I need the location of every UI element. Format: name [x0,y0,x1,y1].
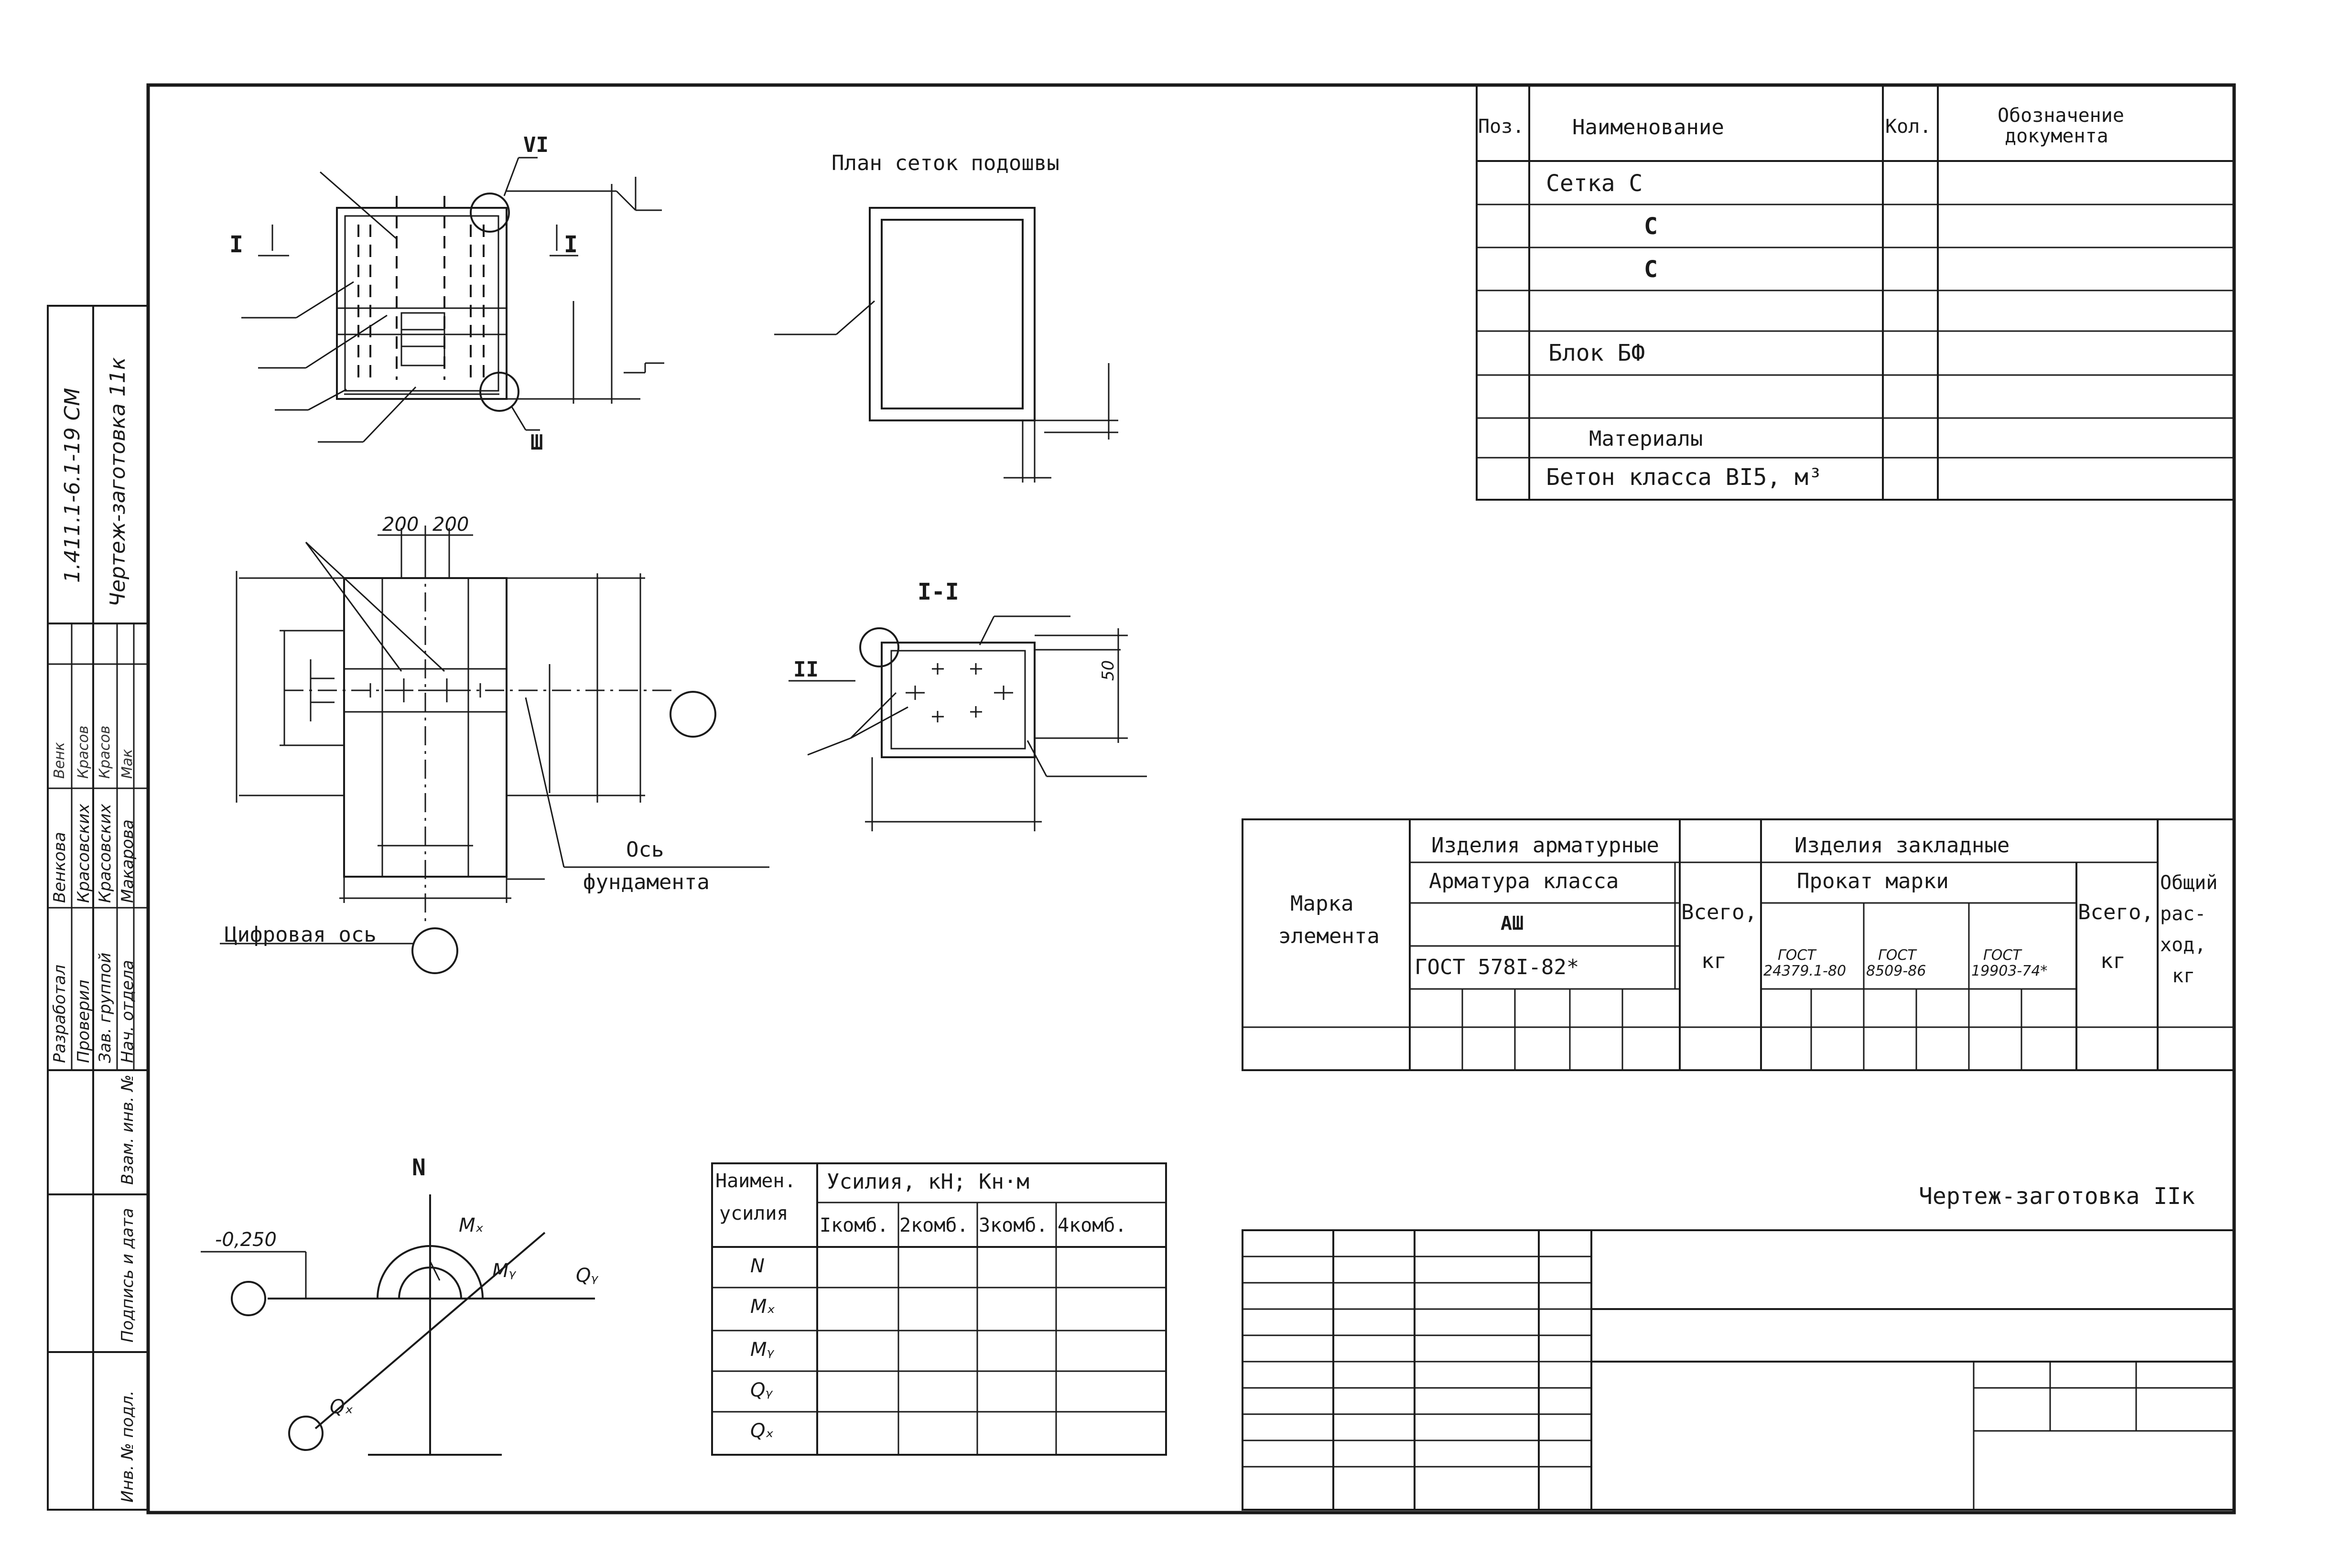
weights-armatura-group: Изделия арматурные [1431,833,1659,858]
weights-gost-2-b: 8509-86 [1866,963,1926,979]
title-block-lines [1242,1229,2235,1511]
stamp-name-1: Венкова [50,832,69,903]
forces-col-4: 4комб. [1058,1214,1127,1236]
load-N: N [412,1154,426,1181]
axis-label-line-1: Ось [626,838,664,862]
spec-row-2: С [1644,213,1658,240]
spec-header-pos: Поз. [1478,116,1524,138]
forces-header-name-1: Наимен. [715,1170,796,1192]
stamp-doc-code: 1.411.1-6.1-19 СМ [60,387,85,583]
foundation-plan-view [241,157,664,443]
spec-header-doc-1: Обозначение [1998,105,2124,127]
callout-VI: VI [523,133,549,157]
spec-header-doc-2: документа [2005,125,2108,147]
spec-row-7: Материалы [1589,427,1703,451]
mesh-plan-view [774,207,1118,483]
weights-gost-1-b: 24379.1-80 [1763,963,1847,979]
stamp-role-4: Нач. отдела [118,960,137,1063]
forces-header-name-2: усилия [719,1203,789,1224]
stamp-sign-3: Красов [97,725,113,779]
weights-zakl-group: Изделия закладные [1794,833,2010,858]
weights-gost-1-a: ГОСТ [1778,947,1816,964]
forces-row-N: N [750,1255,765,1277]
weights-class-value: АШ [1501,913,1524,934]
elevation-mark: -0,250 [215,1229,277,1251]
weights-total-a-2: кг [1701,949,1727,973]
dim-50: 50 [1099,660,1118,681]
forces-row-Qx: Qₓ [750,1420,774,1442]
drawing-title: Чертеж-заготовка IIк [1919,1183,2195,1210]
spec-row-5: Блок БФ [1548,340,1645,366]
weights-table-lines [1242,818,2235,1071]
spec-table-lines [1476,84,2235,501]
dim-200-right: 200 [432,514,469,536]
forces-row-Qy: Qᵧ [750,1379,773,1401]
mesh-plan-title: План сеток подошвы [832,151,1059,175]
weights-grand-4: кг [2172,965,2195,987]
stamp-sign-4: Мак [119,749,136,779]
section-I-I [789,615,1147,831]
spec-row-8: Бетон класса BI5, м³ [1546,464,1822,491]
spec-header-qty: Кол. [1885,116,1932,138]
stamp-role-2: Проверил [74,979,93,1063]
weights-marka-2: элемента [1278,924,1380,948]
stamp-sign-2: Красов [75,725,92,779]
stamp-name-4: Макарова [118,819,137,903]
weights-grand-1: Общий [2160,872,2218,894]
stamp-role-3: Зав. группой [96,952,115,1063]
weights-grand-3: ход, [2160,934,2206,956]
forces-header-group: Усилия, кН; Кн·м [827,1170,1029,1194]
weights-prokat: Прокат марки [1797,869,1949,893]
side-stamp-lines [47,305,149,1511]
spec-row-3: С [1644,256,1658,283]
weights-gost-3-b: 19903-74* [1971,963,2048,979]
digital-axis-label: Цифровая ось [225,923,377,947]
stamp-sign-1: Венк [51,742,68,779]
weights-gost-2-a: ГОСТ [1878,947,1916,964]
forces-col-3: 3комб. [979,1214,1048,1236]
weights-total-a-1: Всего, [1681,900,1757,924]
weights-marka-1: Марка [1290,891,1354,916]
foundation-axes-view [220,526,769,974]
dim-200-left: 200 [382,514,419,536]
field-replaced-inv: Взам. инв. № [118,1074,137,1185]
field-original-inv: Инв. № подл. [118,1390,137,1503]
weights-total-b-2: кг [2100,949,2126,973]
forces-table-lines [711,1162,1167,1456]
load-My: Mᵧ [492,1260,516,1282]
forces-row-My: Mᵧ [750,1339,774,1361]
section-title-I-I: I-I [918,579,959,605]
forces-row-Mx: Mₓ [750,1296,776,1318]
axis-label-line-2: фундамента [583,870,710,894]
section-mark-I-left: I [229,231,243,258]
spec-header-name: Наименование [1572,115,1724,140]
stamp-role-1: Разработал [50,965,69,1063]
weights-gost-3-a: ГОСТ [1983,947,2021,964]
load-Qx: Qₓ [330,1396,354,1418]
forces-col-1: Iкомб. [820,1214,889,1236]
spec-row-1: Сетка С [1546,170,1643,197]
weights-armatura-class: Арматура класса [1429,869,1619,893]
forces-col-2: 2комб. [899,1214,969,1236]
weights-grand-2: рас- [2160,903,2206,925]
loads-diagram [201,1194,595,1456]
stamp-name-3: Красовских [96,804,115,903]
load-Qy: Qᵧ [576,1265,598,1287]
load-Mx: Mₓ [459,1214,484,1236]
weights-gost-armatura: ГОСТ 578I-82* [1415,955,1579,979]
section-mark-I-right: I [564,231,578,258]
stamp-name-2: Красовских [74,804,93,903]
stamp-doc-title: Чертеж-заготовка 11к [106,357,130,607]
callout-III: Ш [530,430,543,455]
weights-total-b-1: Всего, [2078,900,2154,924]
field-signature-date: Подпись и дата [118,1208,137,1342]
callout-II: II [793,657,819,682]
